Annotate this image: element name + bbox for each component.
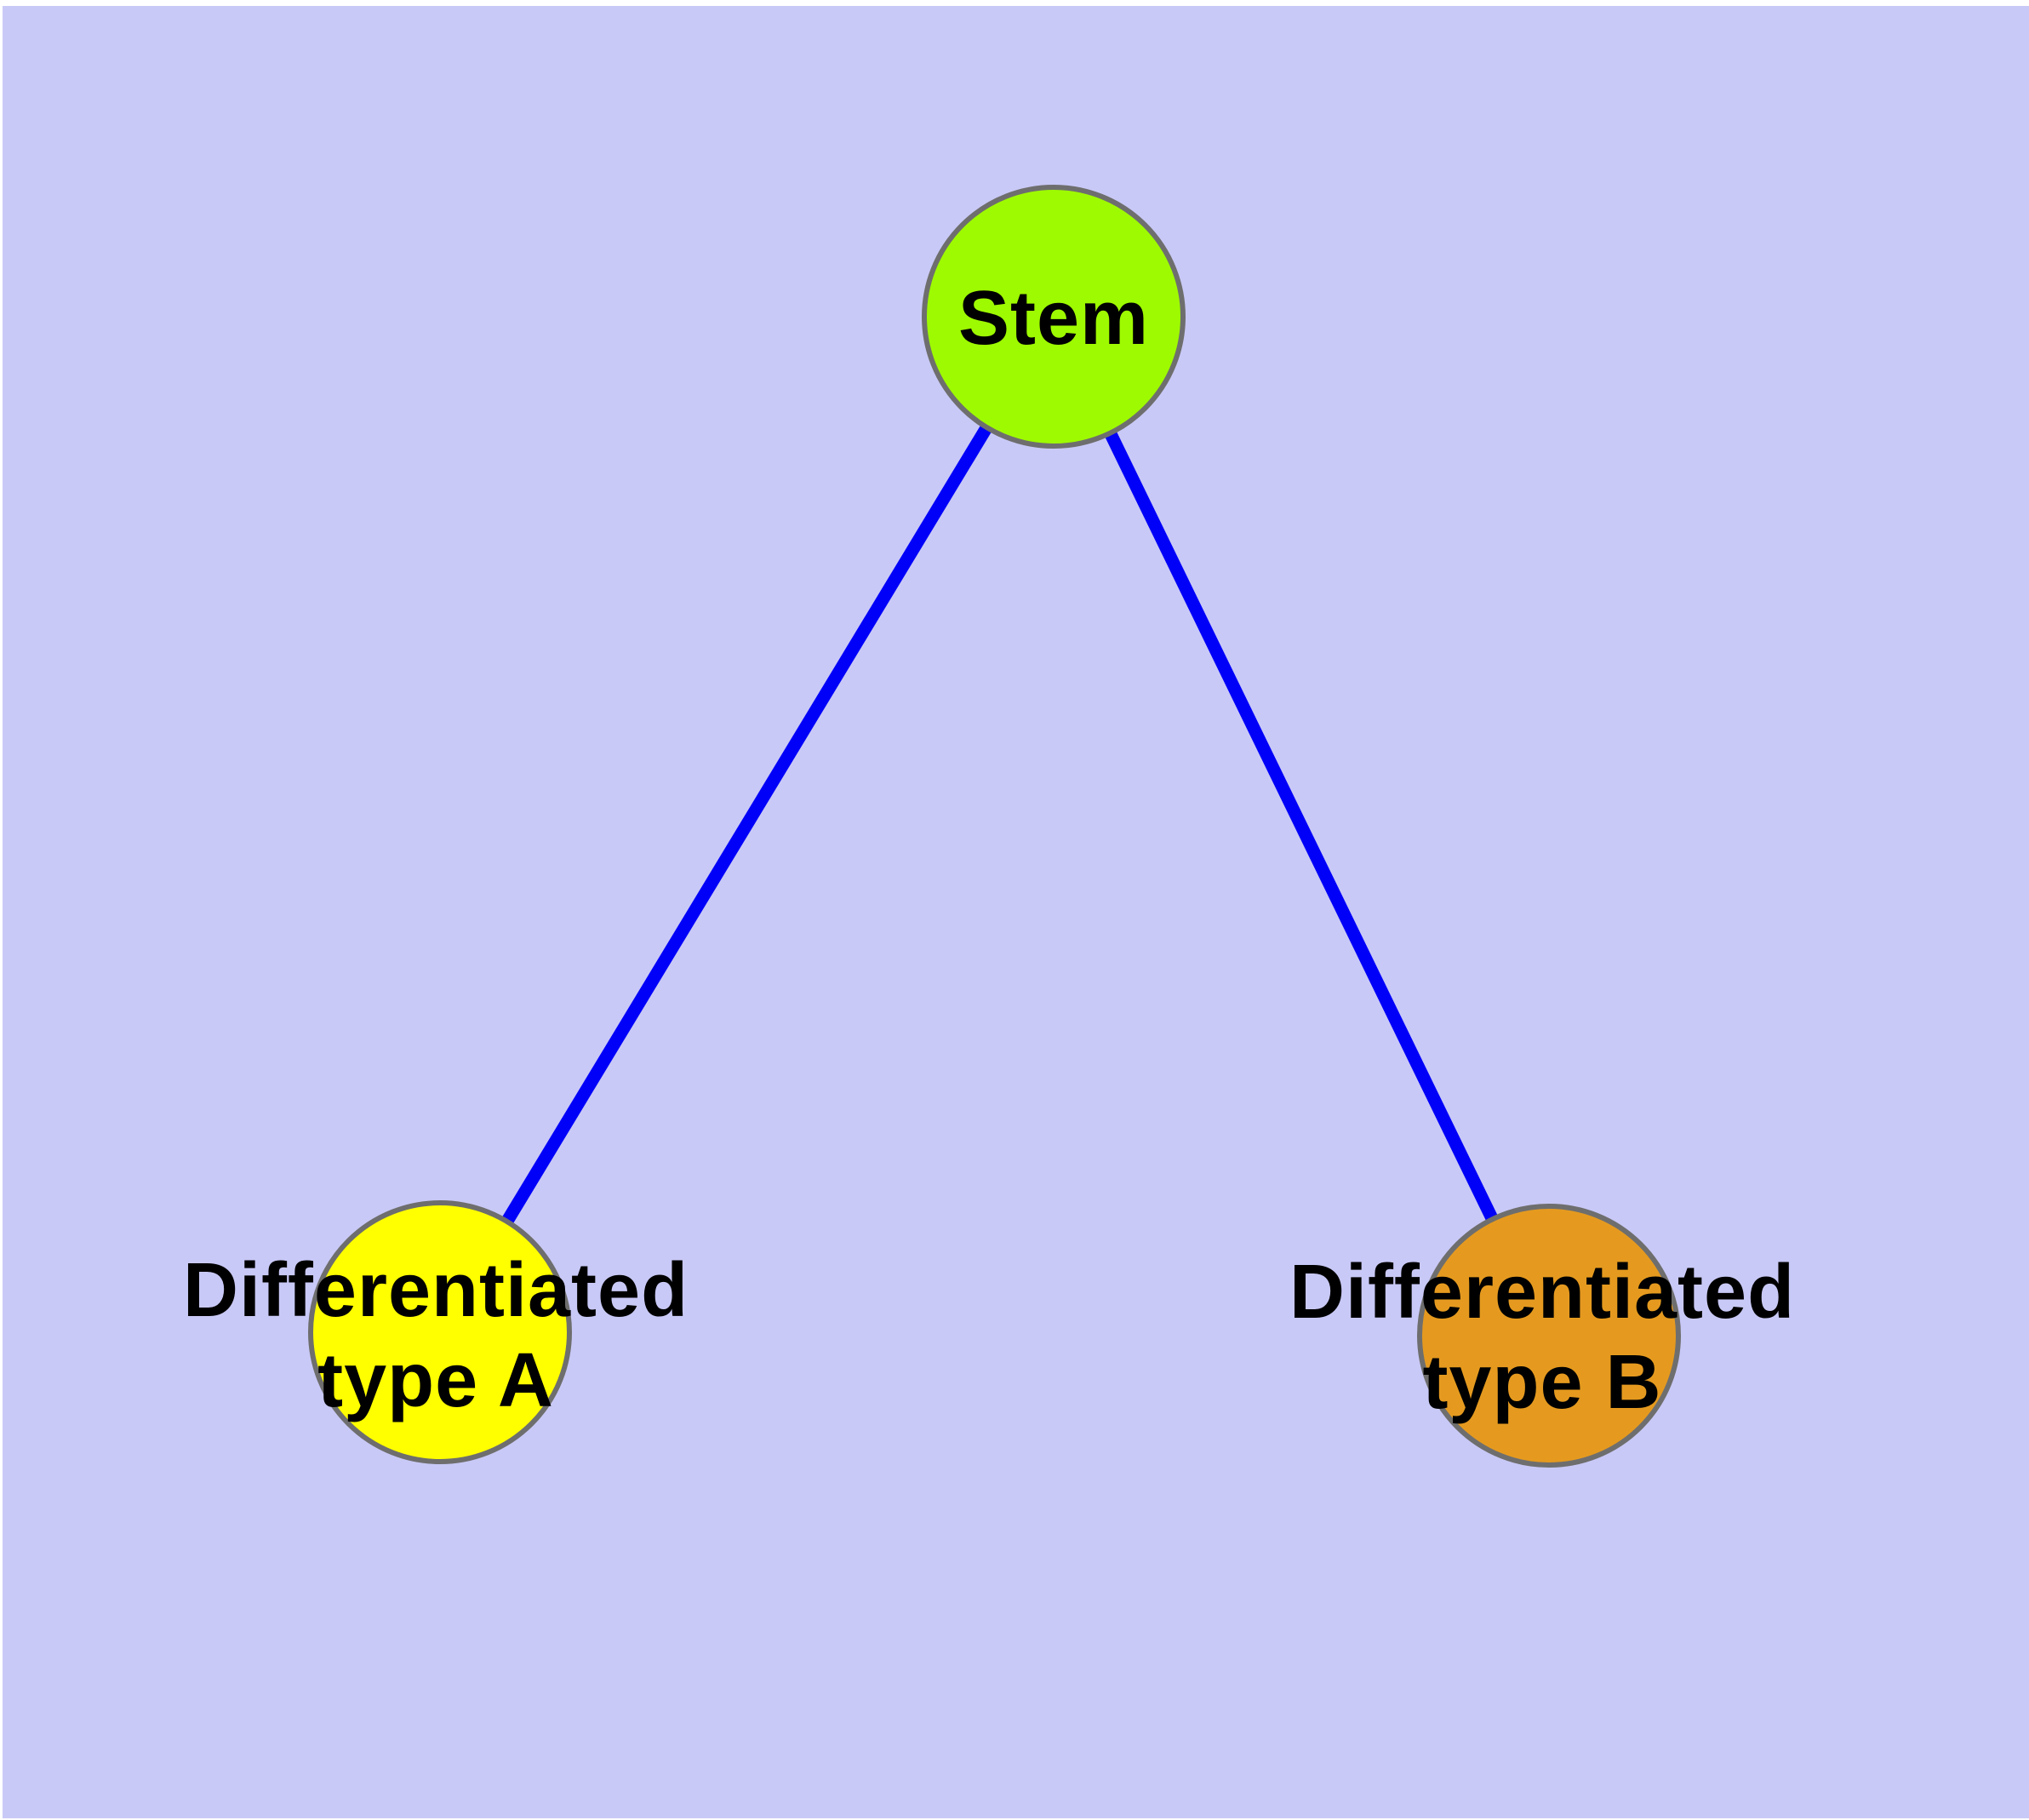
node-type-a-label-line2: type A <box>317 1338 554 1423</box>
node-stem-label: Stem <box>957 276 1150 361</box>
node-stem-circle <box>922 185 1186 449</box>
node-type-b-label-line2: type B <box>1422 1340 1662 1425</box>
node-type-a-circle <box>308 1200 572 1464</box>
edge-stem-to-type-a <box>434 313 1060 1336</box>
node-type-b-label: Differentiated type B <box>1289 1247 1795 1428</box>
node-type-a-label-line1: Differentiated <box>182 1248 689 1333</box>
node-type-b-circle <box>1417 1204 1681 1468</box>
edge-stem-to-type-b <box>1048 313 1555 1339</box>
node-type-b-label-line1: Differentiated <box>1289 1250 1796 1335</box>
node-type-a-label: Differentiated type A <box>183 1245 689 1426</box>
